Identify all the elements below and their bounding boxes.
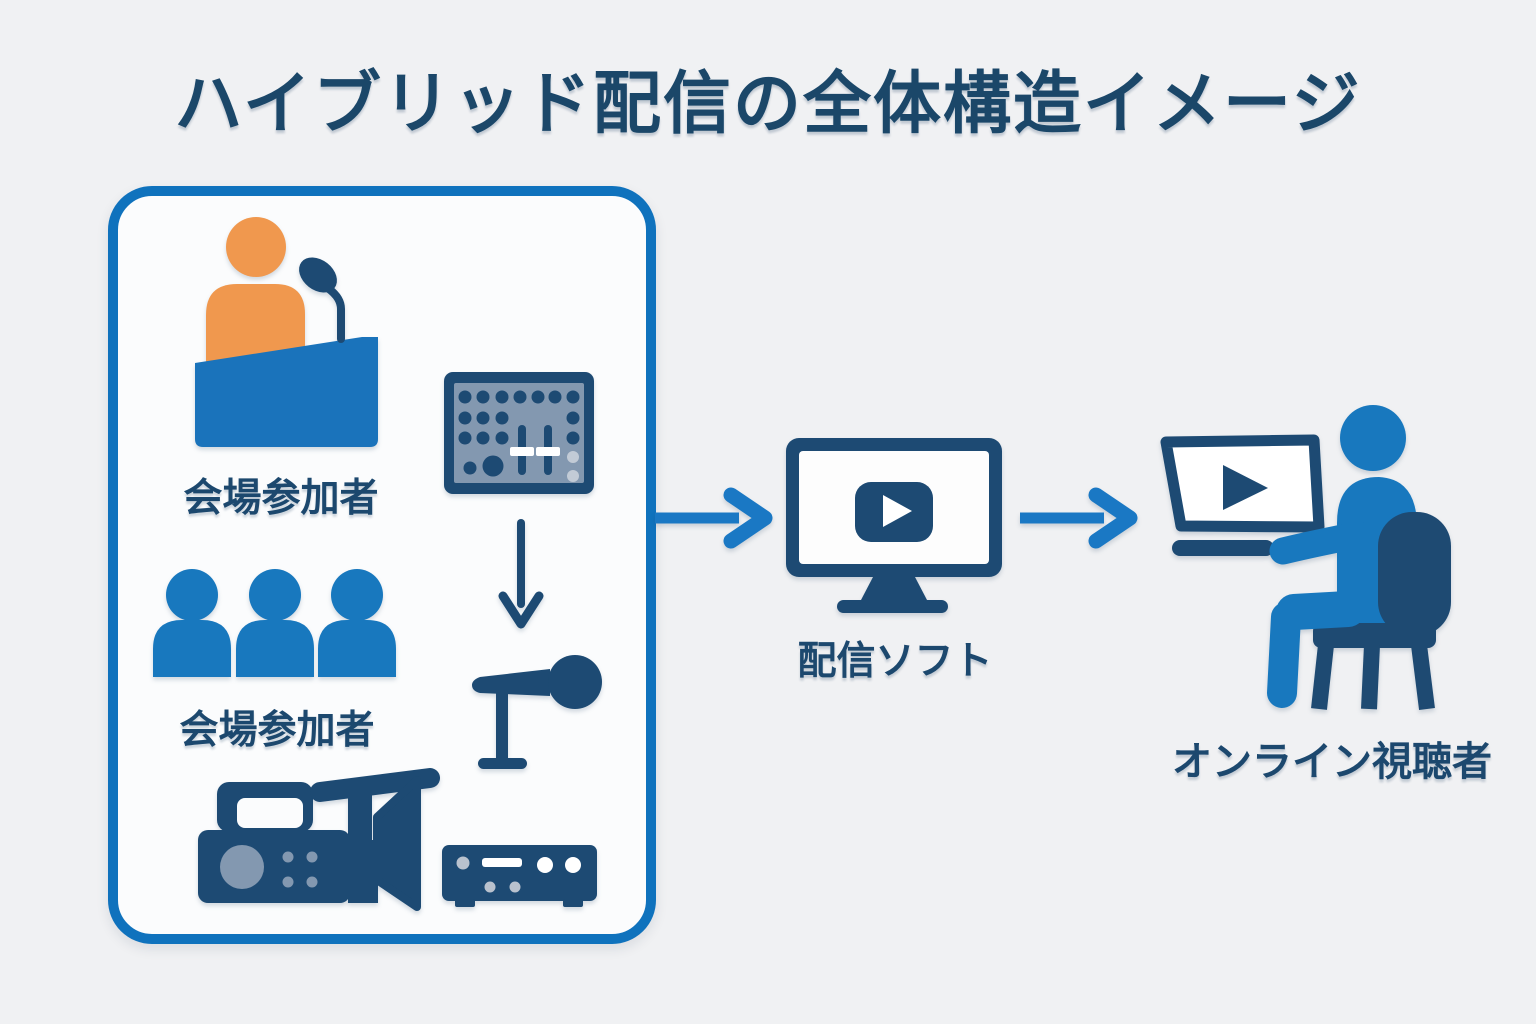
audience-icon <box>153 569 396 677</box>
diagram-title: ハイブリッド配信の全体構造イメージ <box>174 66 1362 142</box>
video-camera-icon <box>198 768 440 911</box>
streaming-software-label: 配信ソフト <box>797 640 993 683</box>
microphone-stand <box>325 285 345 343</box>
play-triangle <box>883 495 912 527</box>
viewer-shin <box>1267 602 1301 708</box>
online-viewer-label: オンライン視聴者 <box>1172 740 1492 784</box>
speaker-at-podium-icon <box>195 217 378 447</box>
viewer-thigh <box>1276 591 1366 630</box>
viewer-head <box>1340 405 1406 471</box>
speaker-torso <box>206 284 305 367</box>
viewer-at-laptop-icon <box>1160 405 1451 710</box>
venue-audience-label: 会場参加者 <box>179 709 375 752</box>
microphone-icon <box>472 655 602 769</box>
podium <box>195 337 378 447</box>
speaker-head <box>226 217 286 277</box>
venue-speaker-label: 会場参加者 <box>183 477 379 520</box>
arrow-venue-to-streaming-icon <box>655 487 773 549</box>
chair <box>1311 512 1451 710</box>
arrow-streaming-to-viewer-icon <box>1020 487 1138 549</box>
viewer-arm <box>1269 521 1372 565</box>
audio-interface-icon <box>442 845 597 907</box>
microphone-head <box>299 257 337 293</box>
laptop-base <box>1172 540 1274 556</box>
monitor-play-icon <box>786 438 1002 613</box>
down-arrow-icon <box>498 519 544 629</box>
laptop-play-triangle <box>1223 465 1268 510</box>
audio-mixer-icon <box>444 372 594 494</box>
